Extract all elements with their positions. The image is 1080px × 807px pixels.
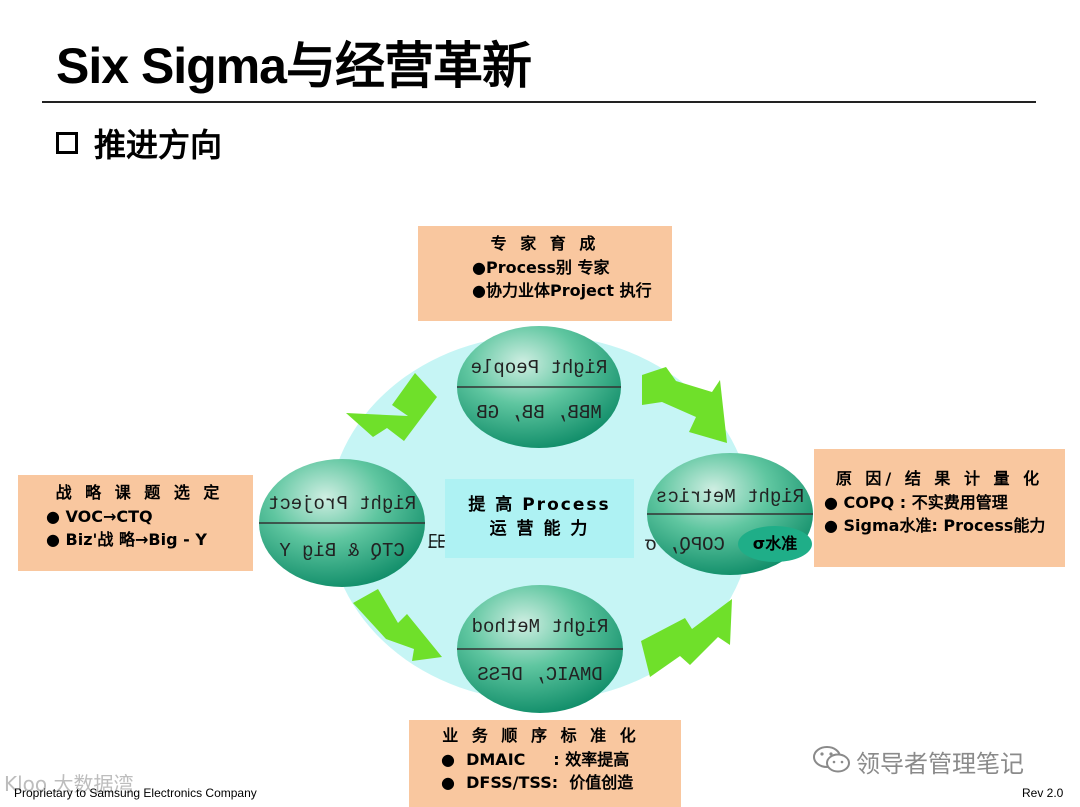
center-goal-box: 提 高 Process 运 营 能 力 xyxy=(445,479,634,558)
ellipse-left-upper-text: Right Project xyxy=(267,493,417,515)
box-strategic-topic: 战 略 课 题 选 定 ● VOC→CTQ ● Biz'战 略→Big - Y xyxy=(18,475,253,571)
box-item: ●协力业体Project 执行 xyxy=(472,281,652,300)
center-line-2: 运 营 能 力 xyxy=(489,519,590,539)
section-heading-text: 推进方向 xyxy=(94,126,223,164)
title-divider xyxy=(42,101,1036,103)
slide-title: Six Sigma与经营革新 xyxy=(56,38,532,94)
arrow-top-right xyxy=(642,367,727,443)
box-heading: 战 略 课 题 选 定 xyxy=(55,483,224,502)
checkbox-bullet-icon xyxy=(56,132,78,154)
ellipse-bottom-lower-text: DMAIC, DFSS xyxy=(477,664,603,686)
arrow-bottom-right xyxy=(641,599,732,677)
ellipse-right-lower-text: COPQ, σ xyxy=(645,534,725,556)
ellipse-top-lower-text: MBB, BB, GB xyxy=(476,402,602,424)
corner-watermark: Kloo 大数据湾 xyxy=(4,772,134,796)
box-item: ● Biz'战 略→Big - Y xyxy=(46,530,207,549)
ellipse-left-lower-text: CTQ & Big Y xyxy=(279,540,405,562)
footer-company: Proprietary to Samsung Electronics Compa… xyxy=(14,786,257,800)
ellipse-bottom-upper-text: Right Method xyxy=(471,616,609,638)
ellipse-bottom xyxy=(457,585,623,713)
box-measurement: 原 因/ 结 果 计 量 化 ● COPQ : 不实费用管理 ● Sigma水准… xyxy=(814,449,1065,567)
box-item: ●Process别 专家 xyxy=(472,258,610,277)
box-expert-training: 专 家 育 成 ●Process别 专家 ●协力业体Project 执行 xyxy=(418,226,672,321)
section-heading: 推进方向 xyxy=(56,120,222,166)
ellipse-top-upper-text: Right People xyxy=(470,357,608,379)
sigma-level-label: σ水准 xyxy=(738,526,812,562)
arrow-bottom-left xyxy=(353,589,442,661)
ellipse-left xyxy=(259,459,425,587)
box-item: ● DFSS/TSS: 价值创造 xyxy=(441,773,634,792)
box-item: ● Sigma水准: Process能力 xyxy=(824,516,1046,535)
box-heading: 原 因/ 结 果 计 量 化 xyxy=(835,469,1044,488)
box-standardization: 业 务 顺 序 标 准 化 ● DMAIC : 效率提高 ● DFSS/TSS:… xyxy=(409,720,681,807)
ellipse-top xyxy=(457,326,621,448)
wechat-icon xyxy=(813,746,850,773)
box-heading: 业 务 顺 序 标 准 化 xyxy=(442,726,640,745)
box-heading: 专 家 育 成 xyxy=(490,234,600,253)
arrow-top-left xyxy=(346,373,437,441)
watermark-text: 领导者管理笔记 xyxy=(856,750,1024,778)
box-item: ● DMAIC : 效率提高 xyxy=(441,750,630,769)
box-item: ● VOC→CTQ xyxy=(46,507,153,526)
ellipse-right-upper-text: Right Metrics xyxy=(655,486,805,508)
box-item: ● COPQ : 不实费用管理 xyxy=(824,493,1008,512)
center-line-1: 提 高 Process xyxy=(468,495,611,515)
footer-revision: Rev 2.0 xyxy=(1022,786,1064,800)
